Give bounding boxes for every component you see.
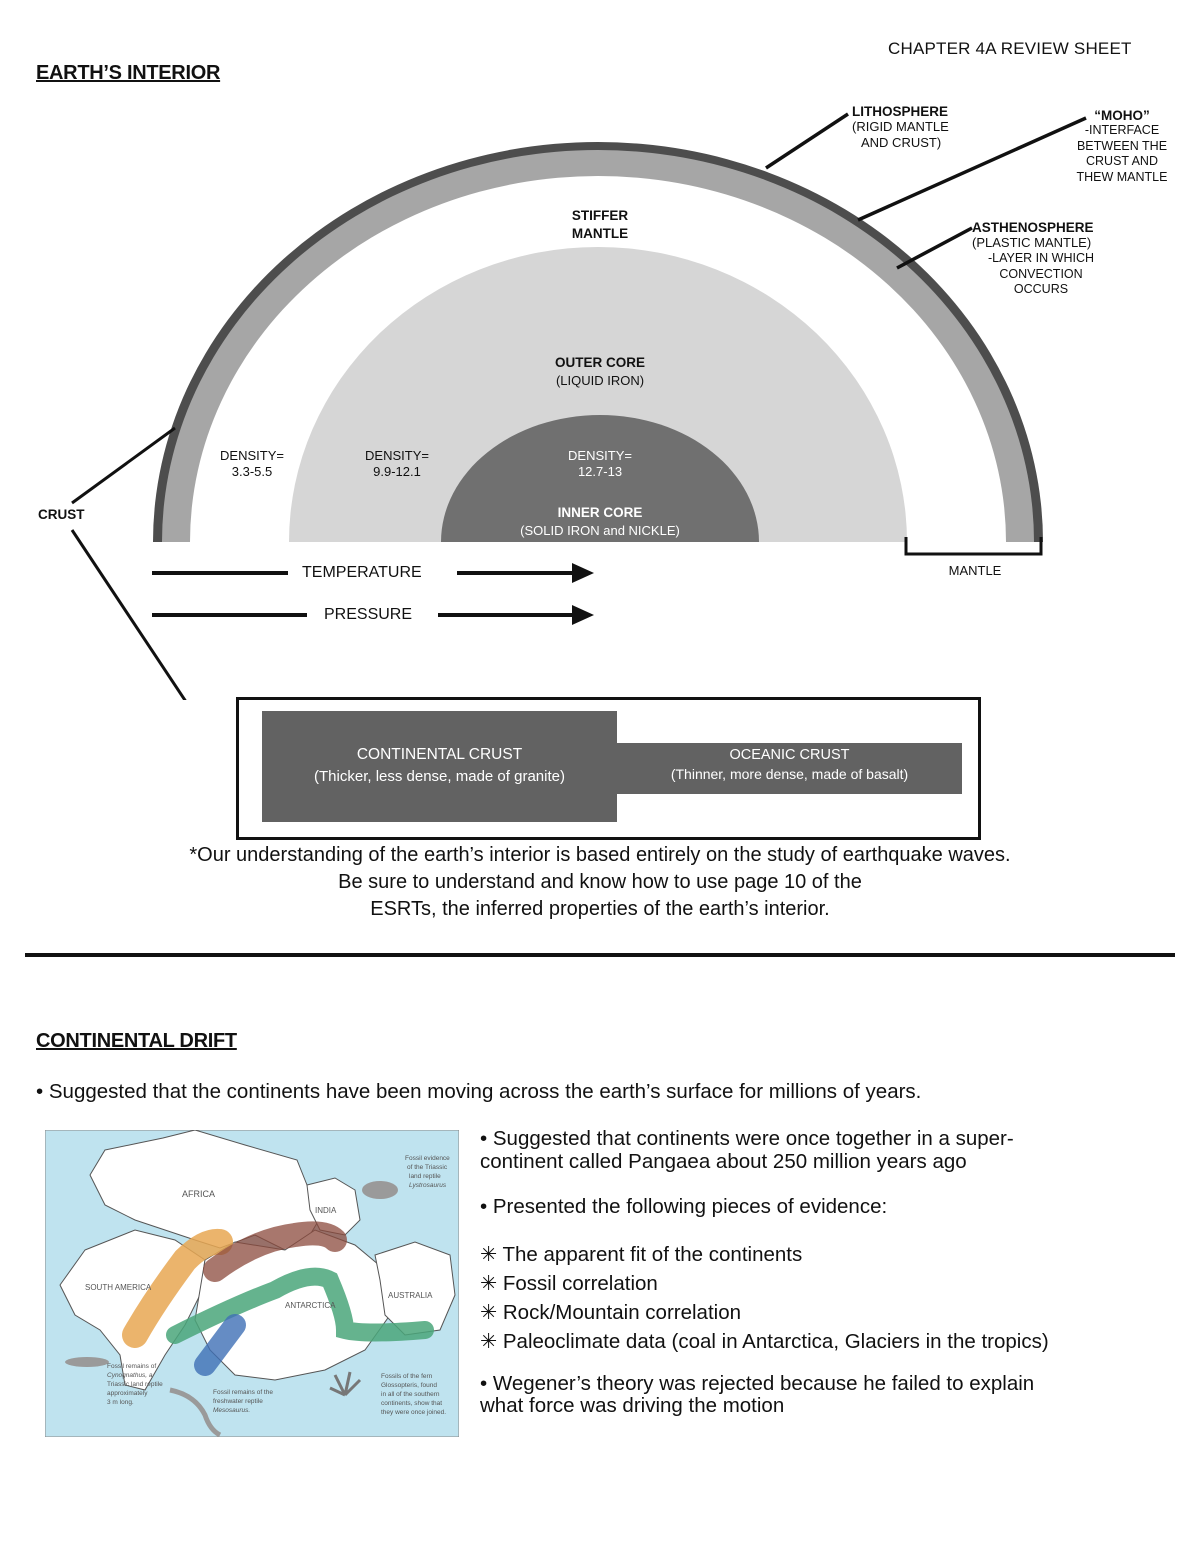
- svg-text:freshwater reptile: freshwater reptile: [213, 1398, 263, 1405]
- glossopteris-figure: [329, 1371, 362, 1397]
- earth-interior-diagram: [70, 112, 1087, 700]
- svg-text:they were once joined.: they were once joined.: [381, 1409, 446, 1416]
- evidence-item: ✳ Paleoclimate data (coal in Antarctica,…: [480, 1330, 1049, 1353]
- svg-text:Fossil evidence: Fossil evidence: [405, 1155, 450, 1162]
- mesosaurus-figure: [169, 1387, 222, 1437]
- oceanic-crust-block: OCEANIC CRUST (Thinner, more dense, made…: [617, 743, 962, 794]
- asthenosphere-leader: [896, 226, 973, 270]
- outer-core-label: OUTER CORE (LIQUID IRON): [554, 355, 645, 388]
- density-mantle: DENSITY= 3.3-5.5: [220, 448, 284, 479]
- map-label-australia: AUSTRALIA: [388, 1291, 433, 1300]
- svg-text:Cynognathus, a: Cynognathus, a: [107, 1372, 153, 1379]
- temperature-label: TEMPERATURE: [302, 564, 422, 581]
- svg-text:Fossil remains of the: Fossil remains of the: [213, 1389, 273, 1396]
- density-inner-core: DENSITY= 12.7-13: [568, 448, 632, 479]
- asthenosphere-label: ASTHENOSPHERE (PLASTIC MANTLE) -LAYER IN…: [972, 220, 1095, 296]
- svg-text:Mesosaurus.: Mesosaurus.: [213, 1407, 250, 1414]
- oceanic-crust-name: OCEANIC CRUST: [729, 747, 850, 763]
- outer-core: [289, 247, 907, 542]
- drift-bullet-pangaea: • Suggested that continents were once to…: [480, 1127, 1014, 1173]
- continental-crust-desc: (Thicker, less dense, made of granite): [314, 768, 565, 785]
- india-shape: [306, 1177, 361, 1236]
- moho-leader: [857, 116, 1087, 222]
- drift-bullet-main: • Suggested that the continents have bee…: [36, 1080, 922, 1103]
- inner-core: [441, 415, 759, 542]
- australia-shape: [374, 1241, 456, 1336]
- lithosphere-label: LITHOSPHERE (RIGID MANTLE AND CRUST): [852, 104, 949, 150]
- glossopteris-band: [166, 1267, 434, 1344]
- density-outer-core: DENSITY= 9.9-12.1: [365, 448, 429, 479]
- svg-text:Triassic land reptile: Triassic land reptile: [107, 1381, 163, 1388]
- stiffer-mantle-label: STIFFER MANTLE: [571, 208, 629, 241]
- svg-text:Lystrosaurus: Lystrosaurus: [409, 1182, 447, 1189]
- crust-leader-upper: [71, 426, 176, 505]
- svg-text:continents, show that: continents, show that: [381, 1400, 442, 1407]
- continental-crust-name: CONTINENTAL CRUST: [356, 746, 523, 763]
- pressure-label: PRESSURE: [324, 606, 413, 623]
- cynognathus-band: [122, 1228, 233, 1348]
- map-label-africa: AFRICA: [182, 1189, 215, 1199]
- oceanic-crust-desc: (Thinner, more dense, made of basalt): [670, 766, 909, 782]
- svg-text:in all of the southern: in all of the southern: [381, 1391, 440, 1398]
- section-divider: [25, 953, 1175, 957]
- section-title-interior: EARTH’S INTERIOR: [36, 62, 221, 84]
- evidence-item: ✳ Rock/Mountain correlation: [480, 1301, 742, 1324]
- inner-core-label: INNER CORE (SOLID IRON and NICKLE): [520, 505, 680, 538]
- pangaea-map: AFRICA INDIA SOUTH AMERICA ANTARCTICA AU…: [45, 1130, 459, 1437]
- svg-text:land reptile: land reptile: [409, 1173, 441, 1180]
- mantle-bracket: [904, 537, 1043, 556]
- cynognathus-figure: [65, 1357, 109, 1367]
- earthquake-note: *Our understanding of the earth’s interi…: [189, 844, 1011, 920]
- map-label-antarctica: ANTARCTICA: [285, 1301, 336, 1310]
- drift-bullet-evidence: • Presented the following pieces of evid…: [480, 1195, 888, 1218]
- pressure-arrowhead: [572, 605, 594, 625]
- mantle-label: MANTLE: [948, 563, 1002, 578]
- evidence-item: ✳ The apparent fit of the continents: [480, 1243, 803, 1266]
- map-label-india: INDIA: [315, 1206, 337, 1215]
- evidence-item: ✳ Fossil correlation: [480, 1272, 658, 1295]
- lystrosaurus-band: [203, 1221, 347, 1282]
- moho-label: “MOHO” -INTERFACE BETWEEN THE CRUST AND …: [1076, 108, 1168, 184]
- svg-text:Fossil remains of: Fossil remains of: [107, 1363, 156, 1370]
- crust-comparison-box: [236, 697, 981, 840]
- svg-text:approximately: approximately: [107, 1390, 148, 1397]
- mesosaurus-band: [194, 1314, 246, 1376]
- evidence-list: ✳ The apparent fit of the continents ✳ F…: [480, 1240, 1049, 1356]
- lithosphere-leader: [765, 112, 849, 170]
- section-title-drift: CONTINENTAL DRIFT: [36, 1030, 237, 1052]
- lystrosaurus-figure: [362, 1181, 398, 1199]
- drift-bullet-rejected: • Wegener’s theory was rejected because …: [480, 1372, 1035, 1417]
- svg-text:Fossils of the fern: Fossils of the fern: [381, 1373, 433, 1380]
- crust-label: CRUST: [38, 507, 85, 522]
- svg-text:of the Triassic: of the Triassic: [407, 1164, 448, 1171]
- svg-text:Glossopteris, found: Glossopteris, found: [381, 1382, 437, 1389]
- crust-leader-lower: [70, 529, 187, 700]
- continental-crust-block: CONTINENTAL CRUST (Thicker, less dense, …: [262, 711, 617, 822]
- map-label-south-america: SOUTH AMERICA: [85, 1283, 152, 1292]
- chapter-title: CHAPTER 4A REVIEW SHEET: [888, 39, 1132, 58]
- svg-text:3 m long.: 3 m long.: [107, 1399, 134, 1406]
- temperature-arrowhead: [572, 563, 594, 583]
